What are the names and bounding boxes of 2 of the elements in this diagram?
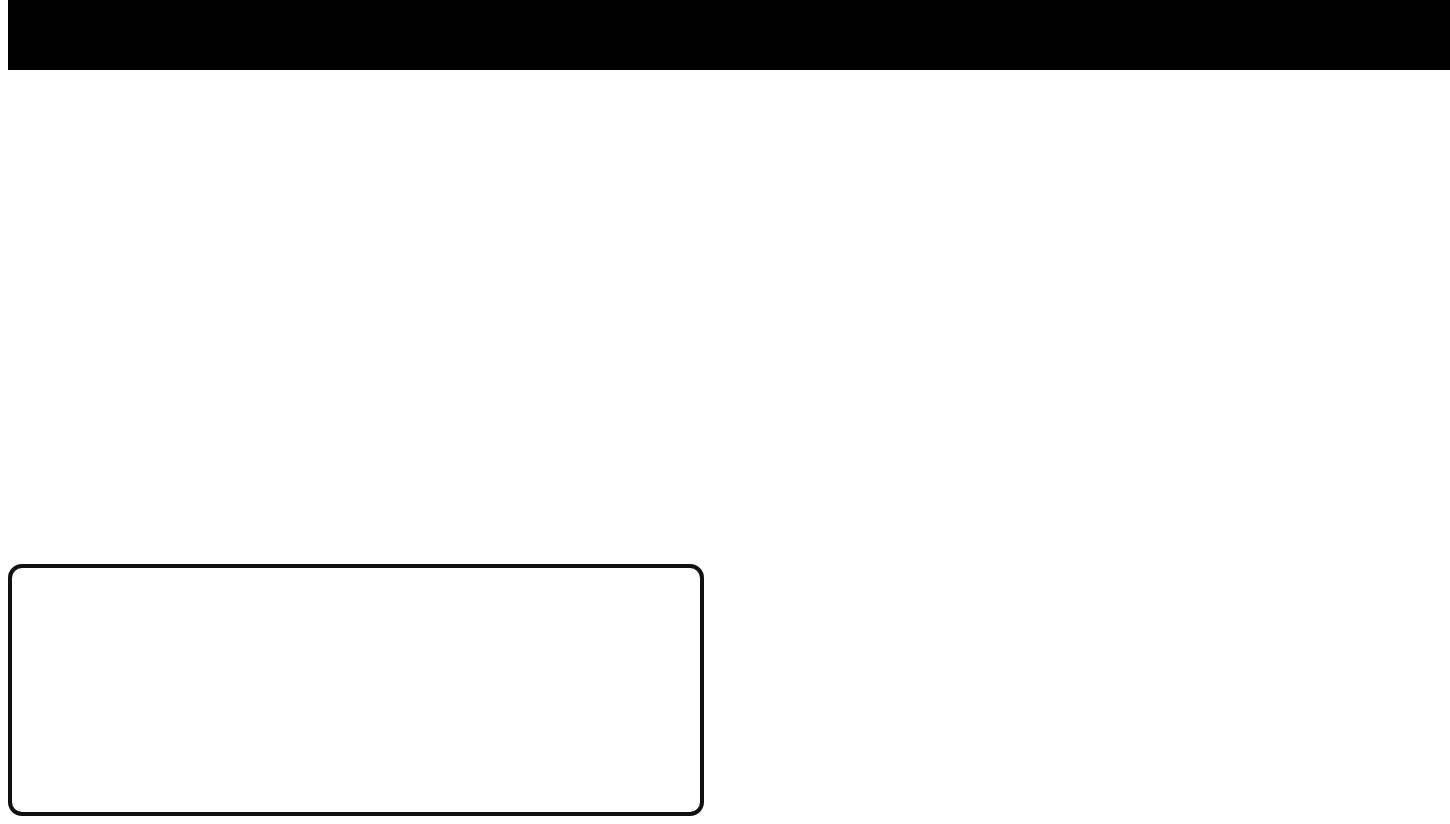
empty-box bbox=[8, 564, 704, 816]
header-bar bbox=[8, 0, 1450, 70]
